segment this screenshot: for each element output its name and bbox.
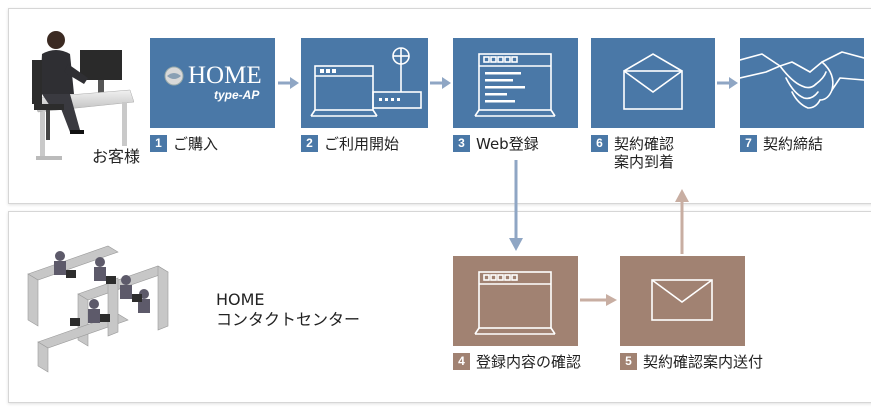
step-2-label: 2 ご利用開始 — [301, 135, 399, 153]
step-6-number: 6 — [591, 135, 608, 152]
home-logo-subtext: type-AP — [214, 88, 260, 102]
arrow-5-to-6 — [675, 189, 689, 254]
step-3-number: 3 — [453, 135, 470, 152]
step-3-text: Web登録 — [476, 135, 539, 153]
arrow-2-to-3 — [430, 77, 451, 89]
step-1-label: 1 ご購入 — [150, 135, 218, 153]
contact-center-illustration — [18, 222, 198, 382]
step-2-text: ご利用開始 — [324, 135, 400, 153]
contact-center-label-line2: コンタクトセンター — [216, 310, 361, 329]
contract-conclusion-tile — [740, 38, 864, 128]
step-6-text-line2: 案内到着 — [614, 153, 675, 171]
step-4-text: 登録内容の確認 — [476, 353, 582, 371]
step-4-label: 4 登録内容の確認 — [453, 353, 581, 371]
customer-illustration — [22, 20, 135, 170]
arrow-1-to-2 — [278, 77, 299, 89]
contact-center-label-line1: HOME — [216, 290, 265, 309]
step-6-label: 6 契約確認 案内到着 — [591, 135, 674, 171]
step-7-label: 7 契約締結 — [740, 135, 823, 153]
step-5-label: 5 契約確認案内送付 — [620, 353, 763, 371]
contact-center-label: HOME コンタクトセンター — [216, 290, 360, 330]
customer-label: お客様 — [92, 147, 141, 166]
web-register-tile — [453, 38, 578, 128]
step-3-label: 3 Web登録 — [453, 135, 539, 153]
step-4-number: 4 — [453, 353, 470, 370]
step-7-text: 契約締結 — [763, 135, 824, 153]
arrow-3-to-4 — [509, 160, 523, 251]
arrow-4-to-5 — [580, 294, 617, 306]
arrow-6-to-7 — [717, 77, 738, 89]
step-5-text: 契約確認案内送付 — [643, 353, 764, 371]
contract-notice-arrival-tile — [591, 38, 715, 128]
notice-send-tile — [620, 256, 745, 346]
step-6-text-line1: 契約確認 — [614, 135, 675, 153]
step-6-text-block: 契約確認 案内到着 — [614, 135, 674, 171]
step-2-number: 2 — [301, 135, 318, 152]
start-use-tile — [301, 38, 428, 128]
registration-check-tile — [453, 256, 578, 346]
step-5-number: 5 — [620, 353, 637, 370]
step-1-number: 1 — [150, 135, 167, 152]
home-logo-text: HOME — [188, 62, 262, 89]
step-7-number: 7 — [740, 135, 757, 152]
step-1-text: ご購入 — [173, 135, 219, 153]
home-logo-icon — [164, 66, 184, 90]
